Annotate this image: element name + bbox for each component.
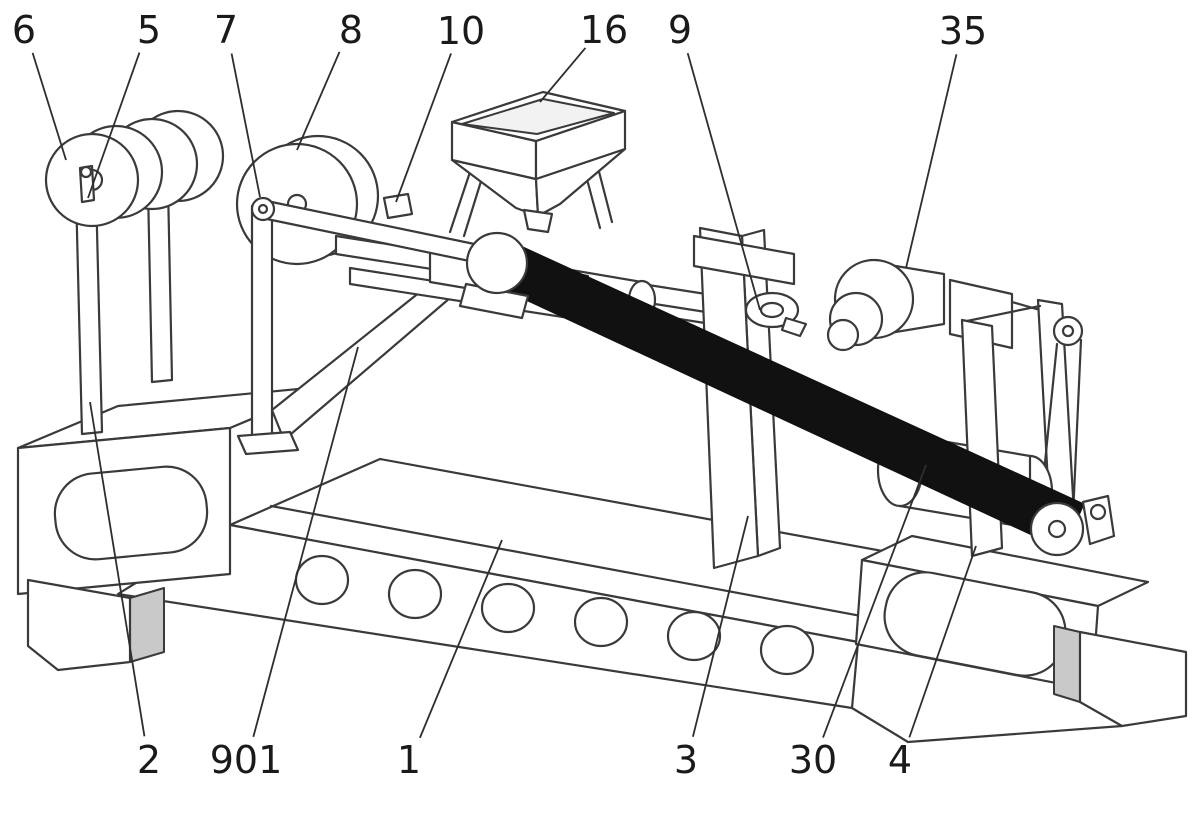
crank-pin: [1089, 503, 1107, 521]
leader-line-2: [89, 401, 146, 737]
part-label-901: 901: [210, 738, 283, 782]
hopper: [448, 90, 627, 238]
slider-ball: [458, 231, 530, 320]
plate-body: [960, 318, 1004, 558]
belt-frame: [1036, 298, 1084, 522]
column-front-face: [698, 226, 760, 570]
base-hole: [573, 596, 629, 648]
hopper-opening: [461, 98, 615, 135]
base-hole: [480, 582, 536, 634]
right-foot-side: [1053, 625, 1081, 703]
part-label-8: 8: [339, 8, 363, 52]
leader-line-7: [230, 53, 261, 198]
rail-block-10: [382, 192, 414, 220]
nozzle-part-9: [744, 291, 808, 338]
pulley-hub: [1047, 519, 1067, 539]
belt-pulley: [1029, 494, 1116, 557]
roller-unit-35: [826, 258, 1056, 352]
leader-line-10: [395, 53, 452, 203]
part-label-10: 10: [437, 9, 485, 53]
part-label-35: 35: [939, 9, 987, 53]
left-foot: [26, 578, 165, 672]
plate-top-bar: [960, 304, 1042, 324]
part-label-1: 1: [397, 738, 421, 782]
leader-line-6: [31, 52, 67, 161]
leader-line-3: [692, 515, 749, 737]
labels-layer: 6 5 7 8 10 16 9 35 2 901 1 3 30 4: [12, 8, 987, 782]
leader-line-16: [539, 47, 587, 103]
base-frame: [116, 457, 1010, 710]
part-label-16: 16: [580, 8, 628, 52]
base-hole: [387, 568, 443, 620]
pivot-pin: [257, 203, 269, 215]
right-foot-front: [1078, 630, 1188, 728]
base-bottom-edge: [850, 706, 1124, 744]
leader-line-30: [822, 464, 927, 738]
base-hole: [666, 610, 722, 662]
nozzle-bore: [759, 301, 785, 319]
left-foot-front: [26, 578, 132, 672]
part-label-9: 9: [668, 8, 692, 52]
leader-line-901: [252, 346, 359, 738]
leader-line-4: [908, 545, 977, 738]
leader-line-1: [419, 539, 503, 739]
left-block-slot: [53, 465, 209, 561]
part-label-7: 7: [214, 8, 238, 52]
rail-bracket: [692, 234, 796, 286]
left-foot-side: [129, 587, 165, 663]
base-top-inner-edge: [269, 504, 901, 625]
pin-head: [79, 165, 93, 179]
vertical-member: [250, 202, 274, 444]
frame-foot-plate: [236, 430, 300, 456]
base-hole: [759, 624, 815, 676]
ball-joint: [465, 231, 529, 295]
right-foot: [1053, 625, 1188, 728]
rear-post: [146, 184, 174, 384]
part-label-3: 3: [674, 738, 698, 782]
hopper-legs: [448, 158, 614, 238]
leader-line-8: [296, 51, 341, 151]
part-label-5: 5: [137, 8, 161, 52]
part-label-6: 6: [12, 8, 36, 52]
spool-stand: [44, 109, 225, 436]
part-label-2: 2: [137, 738, 161, 782]
hopper-neck: [522, 208, 554, 234]
part-label-4: 4: [888, 738, 912, 782]
leader-line-35: [905, 54, 958, 269]
leader-line-5: [87, 52, 141, 199]
leader-line-9: [686, 52, 761, 311]
base-right-block: [854, 534, 1150, 692]
roller-disc-small: [826, 318, 860, 352]
nozzle-lip: [780, 316, 808, 338]
base-hole: [294, 554, 350, 606]
part-label-30: 30: [789, 738, 837, 782]
idler-hub: [1061, 324, 1075, 338]
